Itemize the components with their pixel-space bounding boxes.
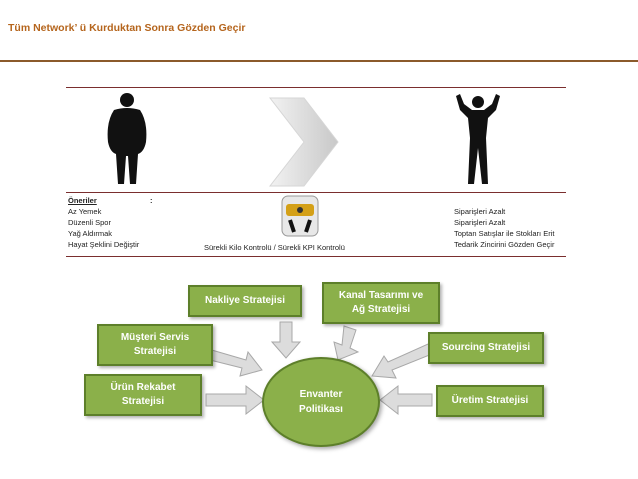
customer-service-line1: Müşteri Servis (120, 332, 190, 343)
arrow-urun (205, 384, 265, 416)
arrow-kanal (333, 325, 360, 361)
fit-person-icon (456, 94, 500, 184)
product-competition-line2: Stratejisi (121, 396, 165, 407)
sourcing-strategy-label: Sourcing Stratejisi (441, 342, 531, 353)
transport-strategy-label: Nakliye Stratejisi (204, 295, 286, 306)
transport-strategy-box: Nakliye Stratejisi (188, 285, 302, 317)
customer-service-line2: Stratejisi (133, 346, 177, 357)
weight-scale-icon (281, 195, 319, 237)
chevron-right-icon (268, 97, 339, 187)
channel-design-line2: Ağ Stratejisi (351, 304, 411, 315)
channel-design-box: Kanal Tasarımı ve Ağ Stratejisi (322, 282, 440, 324)
control-caption: Sürekli Kilo Kontrolü / Sürekli KPI Kont… (204, 243, 345, 252)
recommendation-item: Az Yemek (68, 207, 102, 216)
middle-separator (66, 192, 566, 193)
production-strategy-box: Üretim Stratejisi (436, 385, 544, 417)
action-item: Toptan Satışlar ile Stokları Erit (454, 229, 555, 238)
title-underline (0, 60, 638, 62)
bottom-separator (66, 256, 566, 257)
channel-design-line1: Kanal Tasarımı ve (338, 290, 424, 301)
customer-service-box: Müşteri Servis Stratejisi (97, 324, 213, 366)
action-item: Siparişleri Azalt (454, 207, 506, 216)
recommendations-heading: Öneriler (68, 196, 97, 205)
arrow-sourcing (371, 343, 433, 379)
recommendations-colon: : (150, 196, 153, 205)
center-line2: Politikası (299, 404, 343, 415)
product-competition-line1: Ürün Rekabet (110, 382, 176, 393)
action-item: Tedarik Zincirini Gözden Geçir (454, 240, 555, 249)
recommendation-item: Yağ Aldırmak (68, 229, 113, 238)
action-item: Siparişleri Azalt (454, 218, 506, 227)
recommendation-item: Hayat Şeklini Değiştir (68, 240, 140, 249)
top-separator (66, 87, 566, 88)
recommendation-item: Düzenli Spor (68, 218, 111, 227)
production-strategy-label: Üretim Stratejisi (451, 395, 529, 406)
product-competition-box: Ürün Rekabet Stratejisi (84, 374, 202, 416)
inventory-policy-node: Envanter Politikası (262, 357, 380, 447)
sourcing-strategy-box: Sourcing Stratejisi (428, 332, 544, 364)
heavy-person-icon (107, 93, 147, 184)
arrow-uretim (379, 384, 433, 416)
page-title: Tüm Network’ ü Kurduktan Sonra Gözden Ge… (8, 22, 246, 34)
center-line1: Envanter (299, 389, 343, 400)
arrow-nakliye (270, 321, 302, 359)
